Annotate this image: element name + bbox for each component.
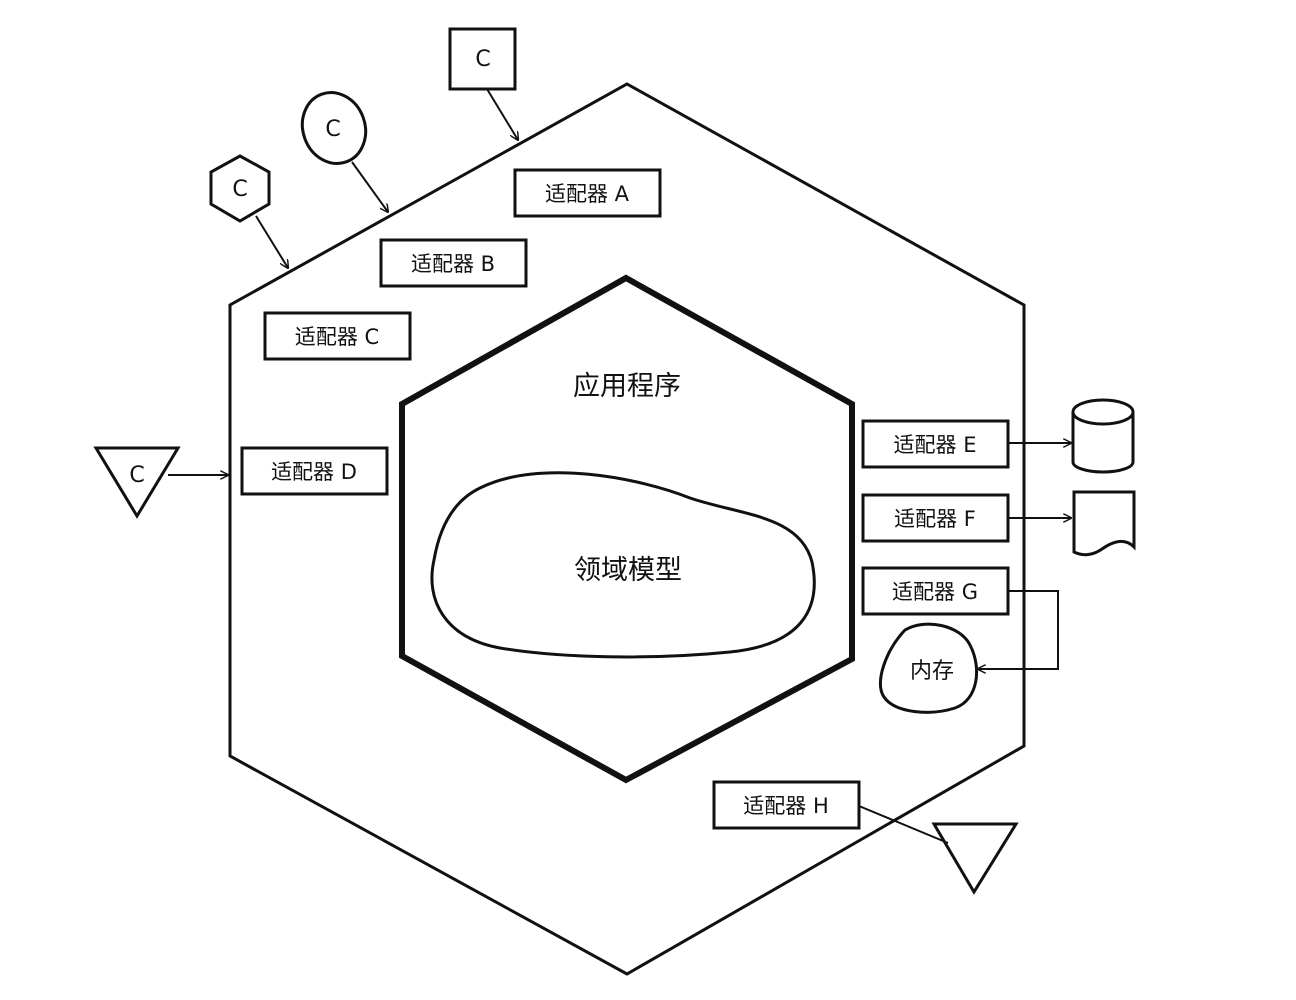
adapter-b: 适配器 B [379,238,528,288]
adapter-d: 适配器 D [240,446,389,496]
adapter-f: 适配器 F [861,493,1010,543]
adapter-a: 适配器 A [513,168,662,218]
adapter-c: 适配器 C [263,311,412,361]
adapter-g: 适配器 G [861,566,1010,616]
client-square-arrow [486,88,518,140]
adapter-g-label: 适配器 G [892,580,978,604]
adapter-g-arrow [978,590,1059,669]
document-icon [1072,490,1136,557]
client-triangle-label: C [129,463,144,488]
adapter-e: 适配器 E [861,419,1010,469]
domain-model-blob [430,471,816,659]
adapter-f-label: 适配器 F [894,507,976,531]
client-oval-label: C [325,117,340,142]
client-triangle: C [93,446,181,519]
adapter-a-label: 适配器 A [545,182,630,206]
database-icon [1071,398,1135,474]
adapter-e-label: 适配器 E [894,433,977,457]
adapter-d-label: 适配器 D [271,460,357,484]
output-triangle [931,822,1019,895]
client-hexagon-arrow [255,215,288,268]
adapter-h: 适配器 H [712,780,861,830]
client-oval: C [300,91,368,165]
memory-label: 内存 [910,659,954,684]
client-hexagon: C [209,154,271,223]
application-label: 应用程序 [573,371,681,402]
client-square: C [448,27,517,91]
outer-hexagon [228,82,1026,976]
client-square-label: C [475,47,490,72]
client-oval-arrow [351,161,388,212]
adapter-h-arrow [858,805,949,844]
adapter-b-label: 适配器 B [411,252,495,276]
client-hexagon-label: C [232,177,247,202]
adapter-h-label: 适配器 H [743,794,828,818]
application-hexagon [399,274,855,784]
adapter-c-label: 适配器 C [295,325,379,349]
memory-blob: 内存 [878,622,979,714]
domain-model-label: 领域模型 [574,555,682,586]
